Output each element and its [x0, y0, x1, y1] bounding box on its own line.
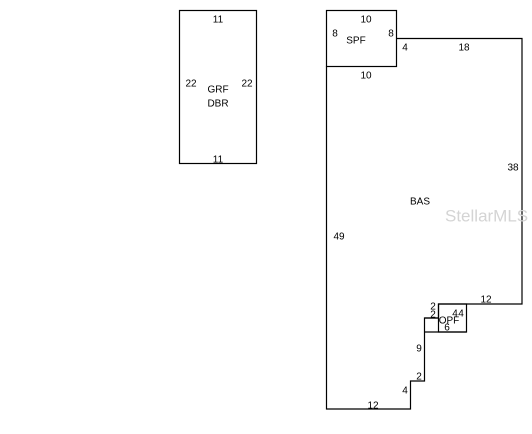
spf-right-dimension: 8 — [388, 29, 394, 40]
dbr-area-label: DBR — [207, 99, 228, 110]
bas-right-dimension: 38 — [507, 163, 519, 174]
opf-area-label: OPF — [439, 316, 460, 327]
spf-bottom-dimension: 10 — [360, 71, 372, 82]
grf-outline — [178, 9, 258, 165]
opf-dimension-4b: 4 — [458, 309, 464, 320]
bas-top-dimension: 18 — [458, 43, 470, 54]
bas-area-label: BAS — [410, 197, 430, 208]
bas-dimension-9: 9 — [416, 344, 422, 355]
grf-left-dimension: 22 — [185, 79, 197, 90]
spf-left-dimension: 8 — [332, 29, 338, 40]
bas-bottom-dimension: 12 — [367, 401, 379, 412]
grf-right-dimension: 22 — [241, 79, 253, 90]
bas-lower-right-dimension: 12 — [480, 295, 492, 306]
opf-dimension-2a: 2 — [430, 302, 436, 313]
opf-dimension-4a: 4 — [452, 309, 458, 320]
spf-area-label: SPF — [346, 36, 365, 47]
opf-dimension-2b: 2 — [430, 310, 436, 321]
bas-dimension-4: 4 — [402, 386, 408, 397]
grf-bottom-dimension: 11 — [213, 155, 224, 166]
bas-dimension-2: 2 — [416, 372, 422, 383]
bas-left-dimension: 49 — [333, 232, 345, 243]
opf-dimension-6: 6 — [444, 323, 450, 334]
watermark: StellarMLS — [445, 206, 528, 225]
bas-step-dimension: 4 — [402, 43, 408, 54]
grf-top-dimension: 11 — [213, 15, 224, 26]
spf-top-dimension: 10 — [360, 15, 372, 26]
grf-area-label: GRF — [207, 85, 228, 96]
